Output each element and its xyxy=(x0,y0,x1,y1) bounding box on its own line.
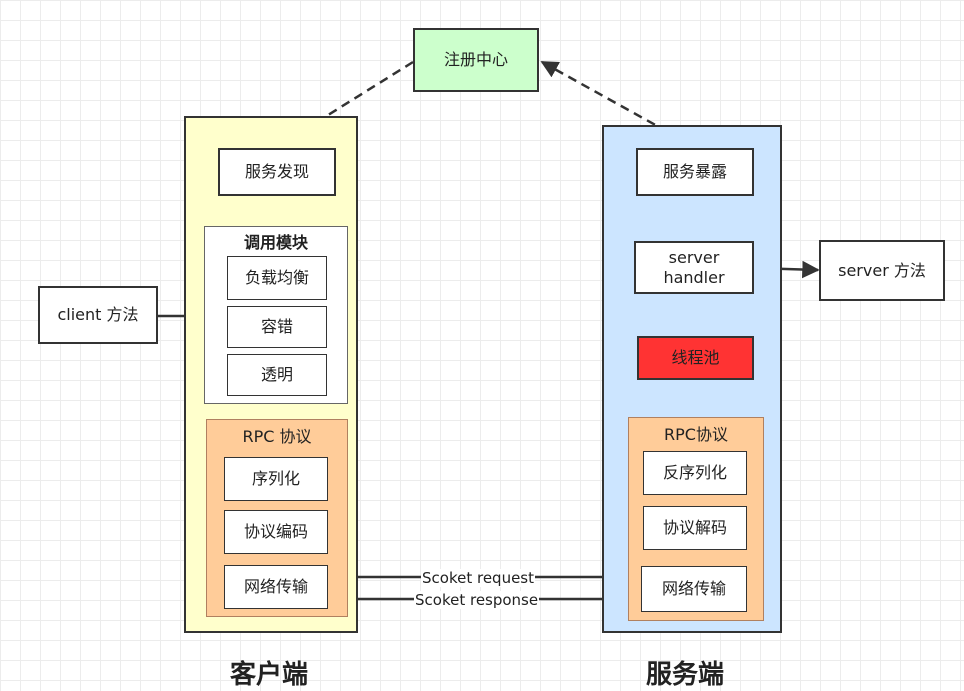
server-handler-node: server handler xyxy=(634,241,754,294)
deserialize-node: 反序列化 xyxy=(643,451,747,495)
transparent-node: 透明 xyxy=(227,354,327,396)
invoke-module-title: 调用模块 xyxy=(243,233,308,252)
protocol-encode-node: 协议编码 xyxy=(224,510,328,554)
server-rpc-title: RPC协议 xyxy=(664,425,728,444)
exposure-to-registry-arrow xyxy=(540,60,669,134)
fault-tolerance-node: 容错 xyxy=(227,306,327,348)
protocol-decode-node: 协议解码 xyxy=(643,506,747,550)
registry-label: 注册中心 xyxy=(443,50,508,69)
serialize-node: 序列化 xyxy=(224,457,328,501)
registry-node: 注册中心 xyxy=(413,28,539,92)
load-balance-node: 负载均衡 xyxy=(227,256,327,300)
socket-response-label: Scoket response xyxy=(414,591,540,609)
service-discovery-node: 服务发现 xyxy=(218,148,336,196)
client-method-node: client 方法 xyxy=(38,286,158,344)
server-title: 服务端 xyxy=(645,660,724,690)
socket-request-label: Scoket request xyxy=(421,569,535,587)
server-method-node: server 方法 xyxy=(819,240,945,301)
client-network-node: 网络传输 xyxy=(224,565,328,609)
server-network-node: 网络传输 xyxy=(641,566,747,612)
registry-to-discovery-arrow xyxy=(278,60,414,147)
client-rpc-title: RPC 协议 xyxy=(242,427,312,446)
service-exposure-node: 服务暴露 xyxy=(636,148,754,196)
client-title: 客户端 xyxy=(229,660,308,690)
thread-pool-node: 线程池 xyxy=(637,336,754,380)
